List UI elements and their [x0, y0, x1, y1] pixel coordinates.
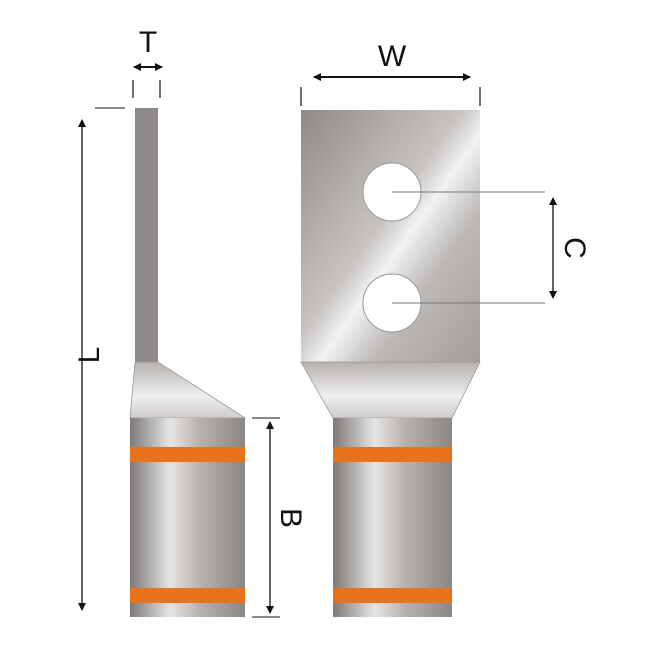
side-view: [129, 108, 247, 617]
front-band-bottom: [333, 588, 452, 603]
length-label: L: [73, 347, 106, 364]
thickness-label: T: [139, 26, 157, 59]
front-transition: [300, 361, 481, 419]
side-band-top: [130, 447, 245, 462]
length-dimension: L: [73, 107, 125, 611]
side-transition: [129, 361, 247, 419]
thickness-dimension: T: [132, 26, 163, 98]
hole-spacing-dimension: C: [392, 191, 591, 304]
barrel-dimension: B: [252, 417, 307, 618]
front-band-top: [333, 447, 452, 462]
tongue-edge: [135, 108, 158, 362]
barrel-label: B: [274, 508, 307, 528]
side-band-bottom: [130, 588, 245, 603]
front-view: [300, 110, 481, 617]
width-label: W: [378, 40, 407, 73]
width-dimension: W: [300, 40, 481, 106]
hole-spacing-label: C: [558, 237, 591, 259]
